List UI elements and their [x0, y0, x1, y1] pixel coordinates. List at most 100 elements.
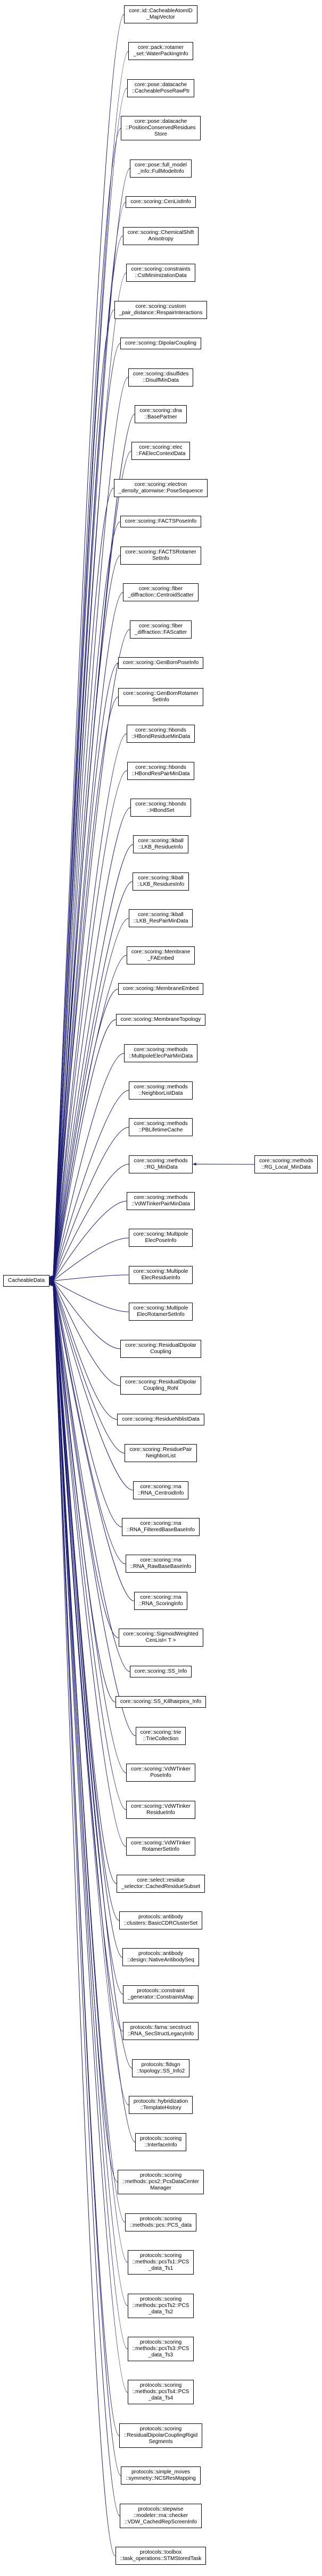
inheritance-edge — [53, 1164, 129, 1281]
graph-node[interactable]: protocols::simple_moves ::symmetry::NCSR… — [121, 2466, 201, 2485]
graph-node[interactable]: core::scoring::lkball ::LKB_ResPairMinDa… — [128, 909, 193, 928]
graph-node[interactable]: core::pose::datacache ::PositionConserve… — [121, 116, 201, 141]
graph-node[interactable]: core::scoring::rna ::RNA_RawBaseBaseInfo — [125, 1555, 196, 1573]
graph-node[interactable]: core::scoring::Membrane _FAEmbed — [126, 946, 195, 964]
graph-node[interactable]: core::pose::full_model _info::FullModelI… — [130, 159, 192, 178]
graph-node[interactable]: core::scoring::constraints ::CstMinimiza… — [126, 264, 195, 282]
graph-node[interactable]: core::scoring::fiber _diffraction::FASca… — [129, 620, 192, 639]
inheritance-edge — [53, 128, 121, 1277]
graph-node[interactable]: core::scoring::methods ::MultipoleElecPa… — [123, 1044, 198, 1063]
inheritance-edge — [53, 807, 131, 1280]
graph-node[interactable]: protocols::scoring ::methods::pcsTs2::PC… — [127, 2293, 194, 2318]
graph-node[interactable]: protocols::fldsgn ::topology::SS_Info2 — [131, 2059, 190, 2077]
graph-node[interactable]: protocols::scoring ::methods::pcsTs1::PC… — [127, 2250, 194, 2275]
graph-node[interactable]: protocols::hybridization ::TemplateHisto… — [128, 2096, 193, 2114]
graph-node[interactable]: core::scoring::FACTSPoseInfo — [120, 516, 202, 528]
graph-node[interactable]: core::scoring::CenListInfo — [126, 196, 196, 208]
graph-node[interactable]: protocols::scoring ::ResidualDipolarCoup… — [119, 2423, 203, 2448]
graph-node[interactable]: core::scoring::elec ::FAElecContextData — [131, 442, 191, 460]
graph-node[interactable]: protocols::stepwise ::modeler::rna::chec… — [120, 2503, 202, 2528]
graph-node[interactable]: core::scoring::rna ::RNA_ScoringInfo — [134, 1591, 188, 1610]
graph-node[interactable]: core::scoring::ResidueNblistData — [117, 1413, 204, 1425]
graph-node[interactable]: core::scoring::SigmoidWeighted CenList< … — [118, 1629, 203, 1647]
graph-node[interactable]: protocols::antibody ::clusters::BasicCDR… — [119, 1911, 203, 1930]
graph-node[interactable]: core::scoring::VdWTinker PoseInfo — [126, 1764, 195, 1782]
graph-node[interactable]: core::scoring::ResidualDipolar Coupling — [120, 1339, 201, 1358]
graph-node[interactable]: core::scoring::ChemicalShift Anisotropy — [122, 226, 199, 245]
graph-node[interactable]: core::scoring::hbonds ::HBondResidueMinD… — [126, 725, 195, 743]
graph-node[interactable]: core::scoring::lkball ::LKB_ResiduesInfo — [132, 872, 189, 891]
inheritance-arrowhead — [49, 1283, 53, 1287]
graph-node[interactable]: core::scoring::electron _density_atomwis… — [113, 479, 208, 497]
inheritance-arrowhead — [192, 1162, 196, 1166]
graph-node[interactable]: protocols::scoring ::methods::pcsTs3::PC… — [127, 2337, 194, 2361]
graph-node[interactable]: core::scoring::SS_Killhairpins_Info — [115, 1696, 207, 1708]
graph-node[interactable]: core::scoring::hbonds ::HBondSet — [130, 798, 191, 817]
inheritance-edge — [53, 14, 125, 1277]
graph-node[interactable]: core::scoring::SS_Info — [129, 1665, 192, 1677]
inheritance-edge — [53, 1284, 128, 2306]
graph-node[interactable]: core::scoring::trie ::TrieCollection — [135, 1726, 186, 1745]
inheritance-edge — [53, 844, 134, 1280]
graph-node[interactable]: core::scoring::FACTSRotamer SetInfo — [120, 546, 201, 565]
graph-node-rg-local-mindata[interactable]: core::scoring::methods ::RG_Local_MinDat… — [254, 1155, 318, 1173]
inheritance-edge — [53, 1201, 127, 1281]
graph-node[interactable]: protocols::antibody ::design::NativeAnti… — [122, 1948, 199, 1967]
graph-node[interactable]: core::scoring::methods ::NeighborListDat… — [129, 1081, 193, 1100]
graph-node[interactable]: core::scoring::custom _pair_distance::Re… — [114, 300, 208, 319]
graph-node[interactable]: protocols::farna::secstruct ::RNA_SecStr… — [122, 2022, 199, 2041]
graph-node[interactable]: core::scoring::MembraneTopology — [115, 1013, 206, 1026]
inheritance-edge — [196, 1164, 255, 1165]
graph-node[interactable]: protocols::scoring ::methods::pcs2::PcsD… — [118, 2170, 204, 2195]
graph-node[interactable]: core::scoring::VdWTinker RotamerSetInfo — [126, 1837, 195, 1856]
inheritance-edge — [53, 1282, 136, 1736]
inheritance-edge — [53, 1282, 127, 1847]
graph-node[interactable]: core::pack::rotamer _set::WaterPackingIn… — [128, 42, 193, 61]
inheritance-edge — [53, 521, 120, 1279]
graph-node[interactable]: core::scoring::Multipole ElecResidueInfo — [128, 1265, 193, 1284]
graph-node[interactable]: core::id::CacheableAtomID _MapVector — [124, 5, 197, 23]
graph-node[interactable]: protocols::scoring ::methods::pcs::PCS_d… — [125, 2213, 197, 2231]
graph-node[interactable]: protocols::constraint _generator::Constr… — [123, 1985, 199, 2003]
graph-node[interactable]: core::scoring::fiber _diffraction::Centr… — [123, 583, 199, 602]
inheritance-edge — [53, 1283, 135, 2143]
graph-node[interactable]: core::scoring::hbonds ::HBondResPairMinD… — [127, 761, 195, 780]
inheritance-edge — [53, 1281, 118, 1420]
graph-node[interactable]: core::scoring::VdWTinker ResidueInfo — [126, 1800, 195, 1819]
graph-node[interactable]: core::scoring::rna ::RNA_CentroidInfo — [133, 1481, 189, 1499]
graph-node[interactable]: protocols::toolbox ::task_operations::ST… — [115, 2547, 207, 2565]
graph-node[interactable]: core::scoring::DipolarCoupling — [120, 338, 201, 350]
inheritance-edge — [53, 1282, 127, 1773]
inheritance-edge — [53, 1285, 115, 2556]
inheritance-edge — [53, 1285, 121, 2476]
graph-node[interactable]: core::scoring::Multipole ElecRotamerSetI… — [128, 1303, 193, 1321]
graph-node[interactable]: core::scoring::Multipole ElecPoseInfo — [128, 1229, 193, 1247]
graph-node[interactable]: core::scoring::methods ::PBLifetimeCache — [129, 1118, 193, 1137]
graph-node[interactable]: core::scoring::GenBornPoseInfo — [118, 657, 204, 669]
graph-node[interactable]: core::scoring::methods ::VdWTinkerPairMi… — [127, 1191, 195, 1210]
inheritance-edge — [53, 1281, 121, 1349]
graph-node[interactable]: core::scoring::methods ::RG_MinData — [129, 1155, 193, 1173]
graph-node[interactable]: core::scoring::dna ::BasePartner — [135, 405, 187, 423]
graph-node[interactable]: core::scoring::ResiduePair NeighborList — [125, 1444, 197, 1463]
graph-node[interactable]: core::scoring::GenBornRotamer SetInfo — [118, 687, 203, 706]
graph-node[interactable]: protocols::scoring ::methods::pcsTs4::PC… — [127, 2380, 194, 2405]
inheritance-edge — [53, 881, 133, 1280]
inheritance-edge — [53, 1237, 129, 1281]
inheritance-edge — [53, 1284, 128, 2350]
inheritance-edge — [53, 918, 129, 1280]
graph-node[interactable]: core::scoring::ResidualDipolar Coupling_… — [120, 1377, 201, 1395]
graph-node[interactable]: core::scoring::rna ::RNA_FilteredBaseBas… — [122, 1518, 200, 1537]
graph-node[interactable]: core::select::residue _selector::CachedR… — [116, 1874, 205, 1893]
inheritance-edge — [53, 1283, 123, 1995]
graph-node[interactable]: core::scoring::MembraneEmbed — [118, 983, 204, 995]
graph-node[interactable]: core::scoring::lkball ::LKB_ResidueInfo — [133, 835, 188, 854]
graph-node[interactable]: protocols::scoring ::InterfaceInfo — [135, 2133, 187, 2151]
graph-node-cacheabledata[interactable]: CacheableData — [3, 1275, 49, 1287]
graph-node[interactable]: core::pose::datacache ::CacheablePoseRaw… — [127, 79, 195, 97]
inheritance-edge — [53, 1283, 117, 1884]
graph-node[interactable]: core::scoring::disulfides ::DisulfMinDat… — [128, 368, 194, 387]
